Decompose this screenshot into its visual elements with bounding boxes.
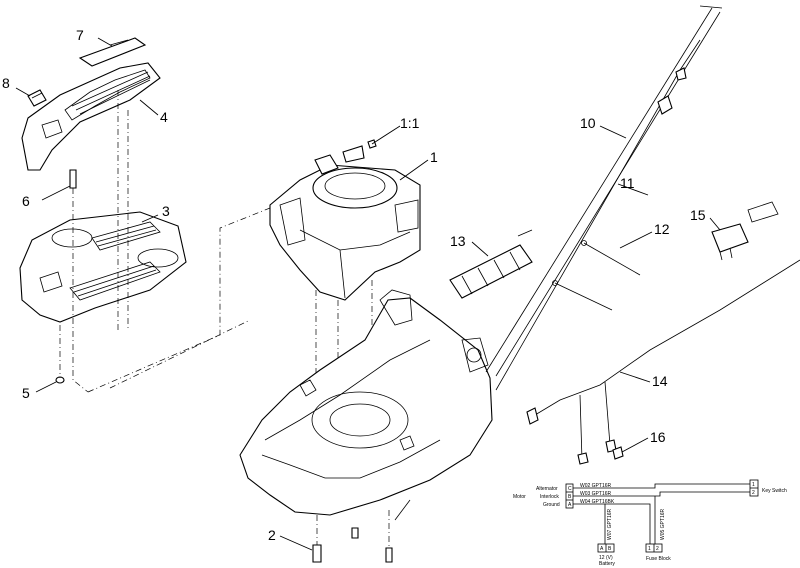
pin-a-label: A [568,502,572,508]
wire-w03-label: W03 GPT16R [580,491,612,497]
battery-label: Battery [599,561,615,567]
part-12-rods [552,240,641,311]
part-11-cable [495,39,701,391]
mower-deck [239,289,493,516]
wire-w04-label: W04 GPT16BK [580,499,615,505]
part-15-charger [711,201,779,261]
alternator-label: Alternator [536,486,558,492]
callout-16: 16 [650,429,666,445]
key-switch-pin-2: 2 [752,490,755,496]
part-14-harness [526,259,800,465]
callout-6: 6 [22,193,30,209]
key-switch-pin-1: 1 [752,482,755,488]
callout-3: 3 [162,203,170,219]
fuse-pin-2: 2 [656,546,659,552]
wire-w05-label: W05 GPT16R [660,508,666,540]
callout-10: 10 [580,115,596,131]
part-16-connector [612,446,624,460]
callout-14: 14 [652,373,668,389]
interlock-label: Interlock [540,494,559,500]
callout-4: 4 [160,109,168,125]
callout-8: 8 [2,75,10,91]
motor-label: Motor [513,494,526,500]
battery-pin-a: A [600,546,604,552]
part-3-lower-cover [19,211,187,323]
part-8-clip [27,89,47,107]
callout-15: 15 [690,207,706,223]
battery-volt-label: 12 (V) [599,555,613,561]
callout-7: 7 [76,27,84,43]
pin-c-label: C [568,486,572,492]
callout-11: 11 [620,175,635,191]
ground-label: Ground [543,502,560,508]
part-7-badge [78,37,147,67]
wire-w07-label: W07 GPT16R [607,508,613,540]
part-1-engine [269,145,421,301]
fuse-pin-1: 1 [648,546,651,552]
fuse-block-label: Fuse Block [646,556,671,562]
assembly-lines-left [59,90,291,393]
callout-2: 2 [268,527,276,543]
battery-pin-b: B [608,546,612,552]
callout-5: 5 [22,385,30,401]
key-switch-label: Key Switch [762,488,787,494]
callout-1: 1 [430,149,438,165]
part-10-handle [485,5,723,377]
pin-b-label: B [568,494,572,500]
callout-12: 12 [654,221,670,237]
part-13-battery [449,229,533,299]
wiring-schematic: C B A Alternator Interlock Ground Motor … [513,479,787,567]
wire-w02-label: W02 GPT16R [580,483,612,489]
callout-labels: 7 8 4 6 3 5 1:1 1 2 10 11 12 13 15 14 16 [2,27,706,543]
part-2-bolt [312,515,322,563]
part-6-bolt [69,169,77,189]
callout-13: 13 [450,233,466,249]
callout-1-1: 1:1 [400,115,420,131]
part-4-upper-cover [21,62,161,171]
leader-lines [15,37,721,551]
deck-bolts [351,499,411,563]
